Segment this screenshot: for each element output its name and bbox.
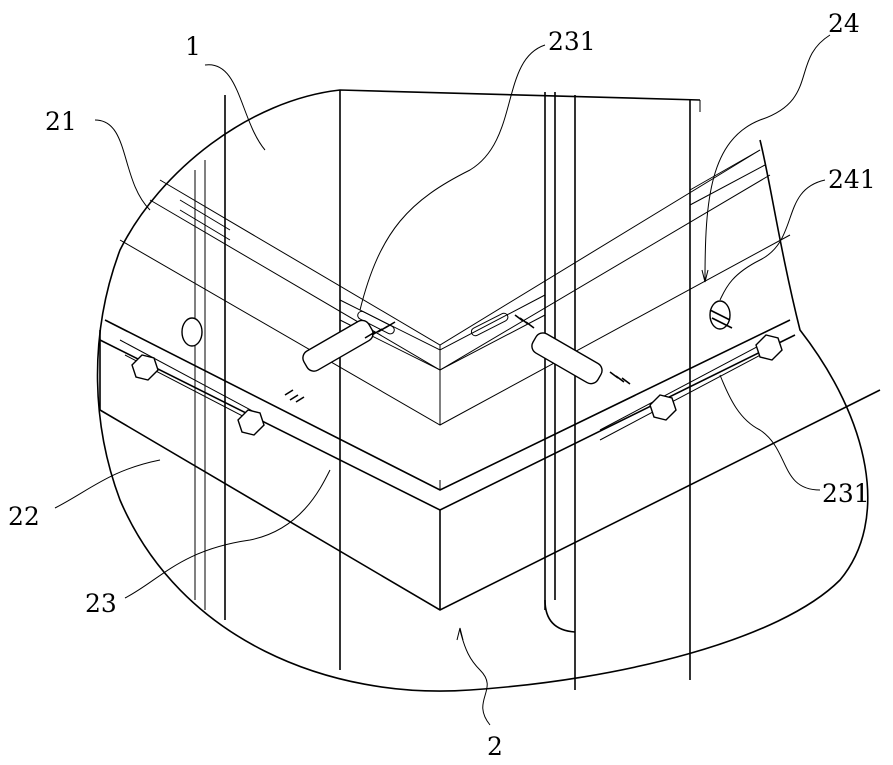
label-23: 23: [85, 589, 117, 618]
label-231-right: 231: [822, 479, 870, 508]
column-1: [195, 90, 340, 670]
label-231-top: 231: [548, 27, 596, 56]
label-1: 1: [185, 32, 201, 61]
label-24: 24: [828, 9, 860, 38]
hex-nut: [756, 335, 782, 360]
hex-nut: [238, 410, 264, 435]
column-2: [545, 92, 700, 690]
label-241: 241: [828, 165, 876, 194]
frame-23: [100, 320, 880, 610]
detail-outline: [98, 90, 868, 691]
label-21: 21: [45, 107, 77, 136]
hex-nut: [650, 395, 676, 420]
rod-right: [515, 315, 630, 387]
tension-rods: [182, 301, 732, 402]
label-22: 22: [8, 502, 40, 531]
label-2: 2: [487, 732, 503, 761]
